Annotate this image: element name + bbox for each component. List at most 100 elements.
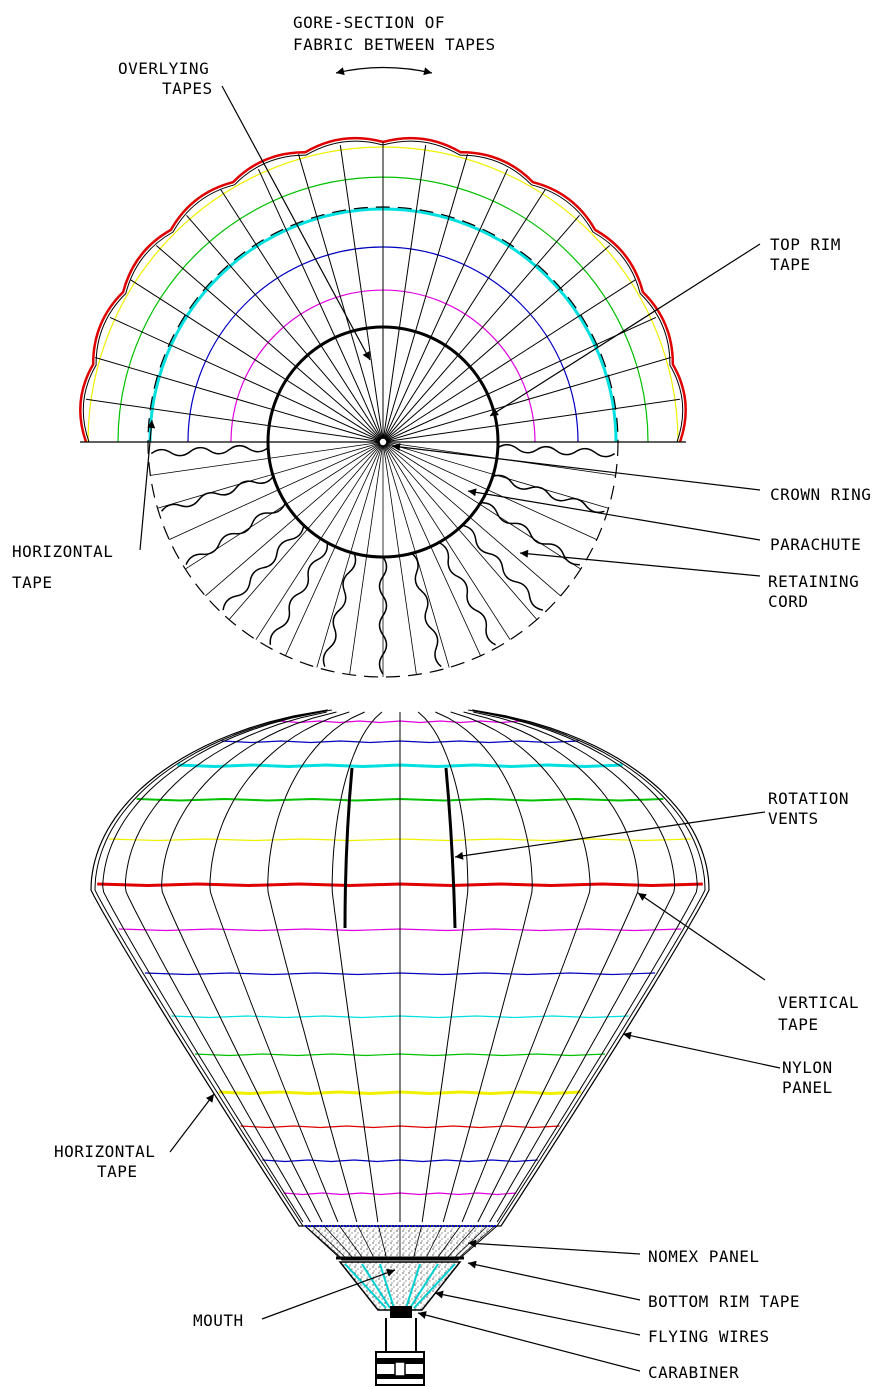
rotation-vent-left bbox=[343, 767, 354, 929]
retaining-cord-6 bbox=[378, 556, 388, 675]
vertical-tape-2 bbox=[124, 711, 327, 1223]
nylon-panel-label-2: PANEL bbox=[782, 1078, 833, 1097]
gore-line-12 bbox=[382, 145, 427, 443]
retaining-cord-7 bbox=[411, 552, 442, 668]
parachute-line-12 bbox=[382, 441, 417, 675]
retaining-cord-label-1: RETAINING bbox=[768, 572, 859, 591]
parachute-line-13 bbox=[382, 441, 450, 668]
nomex-panel-leader bbox=[467, 1239, 641, 1255]
gore-line-6 bbox=[186, 214, 384, 443]
crown-ring-leader bbox=[391, 442, 761, 491]
gore-line-20 bbox=[382, 357, 671, 443]
vertical-tape-12 bbox=[473, 711, 676, 1223]
retaining-cord-0 bbox=[150, 444, 269, 457]
parachute-line-7 bbox=[255, 441, 384, 640]
retaining-cord-10 bbox=[480, 502, 580, 566]
top-rim-tape-label-1: TOP RIM bbox=[770, 235, 841, 254]
rotation-vents-label-2: VENTS bbox=[768, 809, 819, 828]
gore-line-13 bbox=[382, 154, 468, 443]
parachute-line-5 bbox=[205, 441, 384, 597]
gore-line-19 bbox=[382, 316, 657, 443]
vertical-tape-6 bbox=[331, 711, 383, 1223]
parachute-line-17 bbox=[382, 441, 561, 597]
gore-line-10 bbox=[339, 145, 384, 443]
parachute-leader bbox=[467, 488, 761, 541]
gore-line-21 bbox=[382, 398, 680, 443]
retaining-cord-label-2: CORD bbox=[768, 592, 809, 611]
nylon-panel-leader bbox=[622, 1031, 781, 1069]
flying-wires-group bbox=[344, 1263, 456, 1309]
vertical-tape-8 bbox=[417, 711, 469, 1223]
gore-line-5 bbox=[155, 245, 384, 443]
gore-line-8 bbox=[257, 168, 384, 443]
retaining-cords bbox=[150, 443, 616, 675]
parachute-line-2 bbox=[157, 441, 384, 509]
carabiner bbox=[390, 1306, 412, 1318]
parachute-line-9 bbox=[316, 441, 384, 668]
parachute-line-19 bbox=[382, 441, 597, 540]
crown-ring-center bbox=[378, 437, 388, 447]
overlying-tapes-leader bbox=[221, 85, 371, 361]
horizontal-tape-side-label-2: TAPE bbox=[97, 1162, 138, 1181]
retaining-cord-8 bbox=[438, 541, 496, 646]
top-rim-tape-label-2: TAPE bbox=[770, 255, 811, 274]
gore-line-9 bbox=[298, 154, 384, 443]
parachute-line-8 bbox=[285, 441, 384, 656]
gore-line-1 bbox=[86, 398, 384, 443]
overlying-tapes-label-2: TAPES bbox=[162, 79, 213, 98]
mouth-opening bbox=[338, 1261, 462, 1311]
rotation-vent-right bbox=[444, 767, 457, 929]
vertical-tape-5 bbox=[267, 711, 365, 1223]
gore-line-16 bbox=[382, 214, 580, 443]
vertical-tape-11 bbox=[463, 711, 639, 1223]
mouth-label: MOUTH bbox=[193, 1311, 244, 1330]
gore-line-18 bbox=[382, 279, 636, 443]
top-rim-tape-leader bbox=[489, 243, 761, 417]
gore-line-7 bbox=[220, 189, 384, 443]
dashed-outer-circle bbox=[147, 206, 619, 678]
nomex-panel-label: NOMEX PANEL bbox=[648, 1247, 759, 1266]
vertical-tape-1 bbox=[102, 711, 321, 1223]
side-view-group: ROTATION VENTS VERTICAL TAPE NYLON PANEL… bbox=[54, 709, 859, 1386]
gore-line-15 bbox=[382, 189, 546, 443]
gore-line-4 bbox=[130, 279, 384, 443]
carabiner-label: CARABINER bbox=[648, 1363, 739, 1382]
parachute-line-6 bbox=[228, 441, 384, 620]
horizontal-tape-side-label-1: HORIZONTAL bbox=[54, 1142, 155, 1161]
flying-wires-label: FLYING WIRES bbox=[648, 1327, 770, 1346]
parachute-line-10 bbox=[349, 441, 384, 675]
rotation-vents-label-1: ROTATION bbox=[768, 789, 849, 808]
nylon-panel-label-1: NYLON bbox=[782, 1058, 833, 1077]
overlying-tapes-label-1: OVERLYING bbox=[118, 59, 209, 78]
horizontal-tape-leader-top bbox=[139, 419, 156, 551]
gore-section-arc bbox=[335, 66, 433, 76]
horizontal-tape-top-label-2: TAPE bbox=[12, 573, 53, 592]
gore-line-17 bbox=[382, 245, 611, 443]
vertical-tape-label-2: TAPE bbox=[778, 1015, 819, 1034]
gore-line-3 bbox=[109, 316, 384, 443]
bottom-rim-tape-leader bbox=[467, 1260, 641, 1301]
basket-band bbox=[376, 1358, 424, 1364]
parachute-line-14 bbox=[382, 441, 481, 656]
gore-radial-lines bbox=[83, 142, 683, 443]
vertical-tape-13 bbox=[479, 711, 698, 1223]
parachute-line-16 bbox=[382, 441, 538, 620]
vertical-tape-leader bbox=[637, 892, 766, 981]
vertical-tape-4 bbox=[209, 711, 350, 1223]
vertical-tapes bbox=[102, 711, 698, 1259]
mouth-leader bbox=[261, 1269, 396, 1320]
carabiner-leader bbox=[417, 1311, 641, 1372]
gore-label-2: FABRIC BETWEEN TAPES bbox=[293, 35, 496, 54]
gore-line-2 bbox=[95, 357, 384, 443]
gore-label-1: GORE-SECTION OF bbox=[293, 13, 445, 32]
horizontal-tape-side-leader bbox=[169, 1093, 215, 1153]
parachute-line-18 bbox=[382, 441, 581, 570]
top-view-group: GORE-SECTION OF FABRIC BETWEEN TAPES OVE… bbox=[12, 13, 871, 678]
gore-line-14 bbox=[382, 168, 509, 443]
retaining-cord-leader bbox=[519, 549, 761, 577]
vertical-tape-9 bbox=[435, 711, 533, 1223]
parachute-line-1 bbox=[150, 441, 384, 476]
retaining-cord-1 bbox=[161, 475, 274, 512]
retaining-cord-3 bbox=[222, 525, 305, 611]
